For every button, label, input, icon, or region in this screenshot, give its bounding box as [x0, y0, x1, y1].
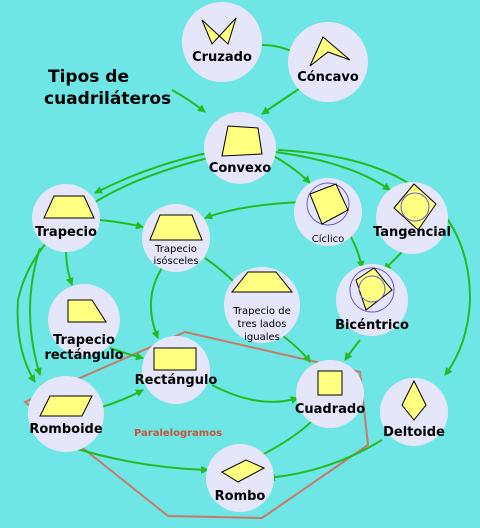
label-bicentrico: Bicéntrico: [335, 318, 409, 333]
node-trapecio: Trapecio: [32, 184, 100, 252]
label-rectangulo: Rectángulo: [135, 373, 218, 388]
edge-romboide-rectangulo: [97, 389, 144, 409]
edge-trapecio-rect-rectangulo: [109, 347, 144, 361]
node-rectangulo: Rectángulo: [135, 336, 218, 404]
label-trapecio-tres-1: Trapecio de: [232, 306, 290, 317]
label-cuadrado: Cuadrado: [295, 402, 365, 417]
concave-quadrilateral-shape: [309, 36, 351, 67]
edge-deltoide-rombo: [267, 439, 383, 482]
edge-trapecio-isosceles: [99, 219, 144, 230]
edge-ciclico-isosceles: [204, 201, 301, 220]
parallelogram-region: [23, 330, 370, 520]
label-deltoide: Deltoide: [383, 425, 445, 440]
edge-isosceles-rect: [149, 267, 163, 339]
node-rombo: Rombo: [206, 444, 274, 512]
label-tangencial: Tangencial: [373, 225, 451, 240]
edge-convexo-trapecio: [94, 151, 213, 194]
edge-trapecio-rect: [65, 249, 74, 286]
label-trapecio-rectangulo-1: Trapecio: [53, 333, 115, 348]
crossed-quadrilateral-shape: [201, 17, 237, 45]
edge-bicentrico-cuadrado: [344, 339, 361, 361]
label-trapecio-tres-3: iguales: [244, 332, 280, 343]
edge-trapecio-romboide: [29, 247, 42, 376]
edges: [16, 44, 472, 482]
rhombus-shape: [220, 459, 266, 483]
node-bicentrico: Bicéntrico: [335, 264, 409, 336]
parallelogram-shape: [39, 395, 93, 417]
square-shape: [317, 370, 343, 396]
label-concavo: Cóncavo: [297, 70, 359, 85]
edge-romboide-rombo: [73, 447, 209, 474]
rectangle-shape: [153, 347, 197, 371]
tangential-quadrilateral-shape: [393, 183, 437, 231]
node-cruzado: Cruzado: [182, 2, 262, 82]
cyclic-quadrilateral-shape: [309, 183, 349, 225]
node-trapecio-isosceles: Trapecio isósceles: [142, 204, 210, 272]
node-trapecio-tres-lados: Trapecio de tres lados iguales: [224, 267, 300, 343]
node-tangencial: Tangencial: [373, 182, 451, 254]
node-concavo: Cóncavo: [288, 22, 368, 102]
trapezoid-shape: [43, 195, 95, 219]
label-romboide: Romboide: [29, 422, 102, 437]
label-cruzado: Cruzado: [192, 50, 252, 65]
label-ciclico: Cíclico: [312, 233, 344, 245]
label-paralelogramos: Paralelogramos: [134, 428, 222, 439]
label-trapecio-isosceles-2: isósceles: [153, 255, 198, 267]
edge-convexo-ciclico: [271, 154, 311, 184]
edge-title-convexo: [171, 89, 206, 113]
node-deltoide: Deltoide: [380, 378, 448, 446]
label-trapecio-isosceles-1: Trapecio: [154, 244, 197, 255]
node-romboide: Romboide: [28, 376, 104, 452]
node-cuadrado: Cuadrado: [295, 360, 365, 428]
label-trapecio-rectangulo-2: rectángulo: [44, 348, 123, 363]
node-ciclico: Cíclico: [294, 178, 362, 246]
isosceles-trapezoid-shape: [149, 214, 203, 241]
edge-rectangulo-cuadrado: [211, 384, 299, 404]
label-trapecio-tres-2: tres lados: [238, 319, 287, 330]
edge-concavo-convexo: [261, 84, 306, 115]
right-trapezoid-shape: [67, 299, 107, 323]
three-equal-sides-trapezoid-shape: [230, 271, 294, 293]
diagram-title-line1: Tipos de: [48, 67, 129, 87]
kite-shape: [401, 379, 427, 421]
label-convexo: Convexo: [209, 161, 271, 176]
diagram-title-line2: cuadriláteros: [44, 89, 171, 109]
label-rombo: Rombo: [215, 489, 266, 504]
convex-quadrilateral-shape: [221, 125, 263, 157]
node-convexo: Convexo: [204, 112, 276, 184]
edge-convexo-romboide: [16, 157, 209, 383]
edge-convexo-deltoide: [277, 149, 472, 376]
node-trapecio-rectangulo: Trapecio rectángulo: [44, 284, 124, 363]
label-trapecio: Trapecio: [35, 225, 97, 240]
edge-convexo-tangencial: [274, 151, 391, 191]
